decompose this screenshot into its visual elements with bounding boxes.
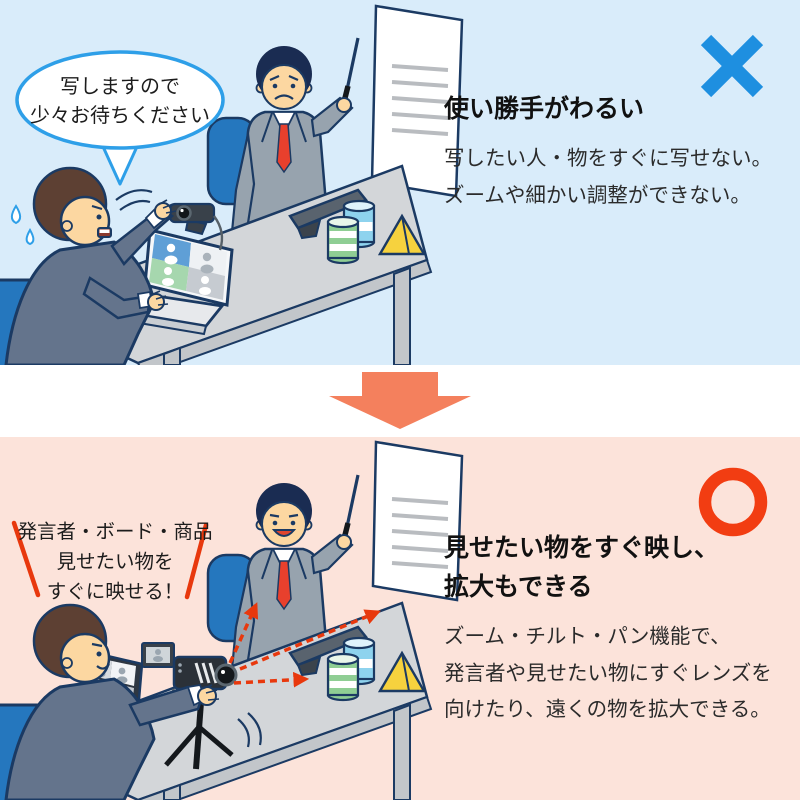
x-mark-icon <box>700 34 764 98</box>
sweat-drops <box>10 204 22 225</box>
sample-products <box>326 636 427 702</box>
video-call-grid <box>149 234 227 300</box>
down-arrow-icon <box>329 372 471 429</box>
bottom-body-text: ズーム・チルト・パン機能で、 発言者や見せたい物にすぐレンズを 向けたり、遠くの… <box>444 625 772 721</box>
speech-bubble <box>15 50 225 186</box>
motion-arcs <box>237 712 262 748</box>
camcorder-tripod <box>141 642 262 770</box>
whiteboard <box>370 4 464 198</box>
pyramid <box>377 213 427 256</box>
callout-line-3: すぐに映せる！ <box>46 581 184 603</box>
callout-slashes <box>11 520 209 600</box>
top-panel: 写しますので 少々お待ちください 使い勝手がわるい 写したい人・物をすぐに写せな… <box>0 0 800 365</box>
bottom-heading: 見せたい物をすぐ映し、 拡大もできる <box>444 534 720 601</box>
bottom-description: 見せたい物をすぐ映し、 拡大もできる ズーム・チルト・パン機能で、 発言者や見せ… <box>444 529 794 729</box>
operator <box>4 603 220 800</box>
top-heading: 使い勝手がわるい <box>444 95 645 123</box>
camera-lens <box>214 663 238 687</box>
pyramid <box>377 650 427 693</box>
bubble-line-2: 少々お待ちください <box>30 105 210 127</box>
tablet-stand <box>288 625 369 677</box>
top-body-text: 写したい人・物をすぐに写せない。 ズームや細かい調整ができない。 <box>444 147 772 207</box>
webcam <box>168 202 224 251</box>
circle-mark-icon <box>698 467 768 537</box>
callout-line-1: 発言者・ボード・商品 <box>17 521 213 543</box>
callout-line-2: 見せたい物を <box>56 551 174 573</box>
top-illustration <box>0 4 764 365</box>
arrow-to-products <box>233 671 310 688</box>
transition-strip <box>0 365 800 437</box>
tablet-stand <box>288 188 369 240</box>
bottom-panel: 発言者・ボード・商品 見せたい物を すぐに映せる！ 見せたい物をすぐ映し、 拡大… <box>0 437 800 800</box>
sample-products <box>326 199 427 265</box>
arrow-to-whiteboard <box>239 609 381 671</box>
bubble-line-1: 写しますので <box>60 76 180 98</box>
top-description: 使い勝手がわるい 写したい人・物をすぐに写せない。 ズームや細かい調整ができない… <box>444 90 794 214</box>
bottom-illustration <box>0 440 768 800</box>
operator <box>4 166 177 365</box>
motion-arcs <box>115 189 153 211</box>
arrow-to-presenter <box>228 602 259 664</box>
speech-bubble-text: 写しますので 少々お待ちください <box>17 71 223 133</box>
callout-text: 発言者・ボード・商品 見せたい物を すぐに映せる！ <box>14 517 216 607</box>
whiteboard <box>371 440 464 602</box>
aim-arrows <box>228 602 381 688</box>
